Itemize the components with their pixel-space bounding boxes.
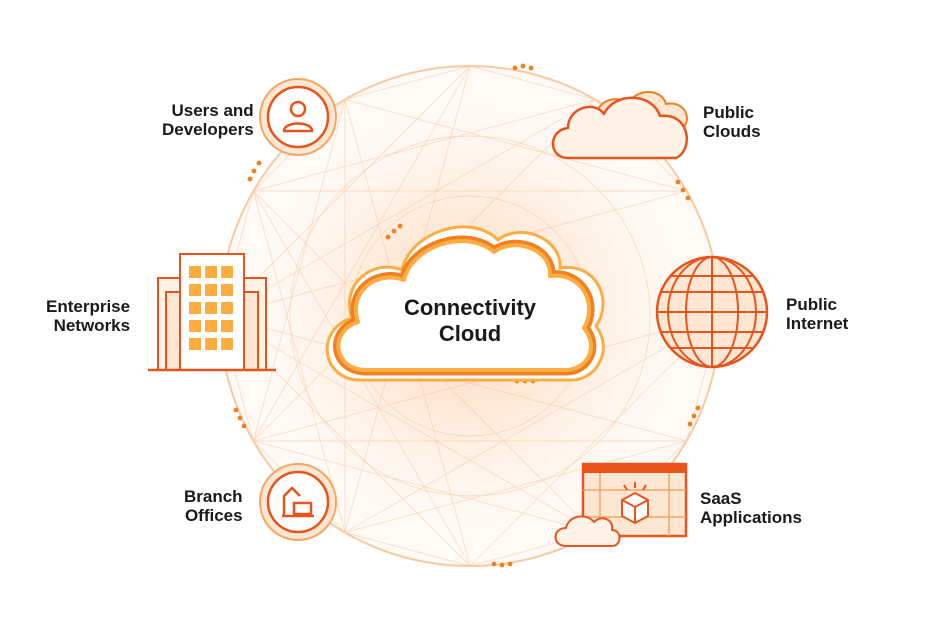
label-public-clouds: Public Clouds — [703, 103, 761, 141]
building-window — [189, 302, 201, 314]
label-saas-applications: SaaS Applications — [700, 489, 802, 527]
cloud-icon — [551, 91, 689, 160]
building-window — [189, 284, 201, 296]
label-users-developers: Users and Developers — [162, 101, 254, 139]
label-line: Public — [703, 103, 755, 122]
label-line: Internet — [786, 314, 849, 333]
saas-app-window-icon — [554, 462, 688, 547]
label-line: Branch — [184, 487, 243, 506]
building-window — [221, 266, 233, 278]
building-window — [221, 302, 233, 314]
globe-icon — [655, 255, 769, 369]
label-line: Public — [786, 295, 838, 314]
building-window — [205, 266, 217, 278]
building-window — [189, 320, 201, 332]
building-window — [205, 338, 217, 350]
building-window — [205, 302, 217, 314]
label-public-internet: Public Internet — [786, 295, 848, 333]
label-line: Developers — [162, 120, 254, 139]
connectivity-cloud-icon — [325, 225, 605, 382]
label-line: Applications — [700, 508, 803, 527]
building-window — [189, 338, 201, 350]
label-line: Users and — [171, 101, 254, 120]
label-line: SaaS — [700, 489, 742, 508]
building-window — [189, 266, 201, 278]
connector-dots — [233, 63, 701, 568]
label-branch-offices: Branch Offices — [184, 487, 243, 525]
building-window — [205, 320, 217, 332]
label-line: Clouds — [703, 122, 761, 141]
label-line: Networks — [53, 316, 131, 335]
branch-office-icon — [259, 463, 337, 541]
building-window — [221, 320, 233, 332]
center-title-line2: Cloud — [438, 321, 502, 346]
user-icon — [259, 78, 337, 156]
label-line: Offices — [184, 506, 243, 525]
building-window — [205, 284, 217, 296]
center-title-line1: Connectivity — [403, 295, 537, 320]
center-title: Connectivity Cloud — [370, 295, 570, 347]
building-window — [221, 338, 233, 350]
building-window — [221, 284, 233, 296]
label-enterprise-networks: Enterprise Networks — [46, 297, 130, 335]
building-windows — [189, 266, 233, 350]
label-line: Enterprise — [46, 297, 131, 316]
